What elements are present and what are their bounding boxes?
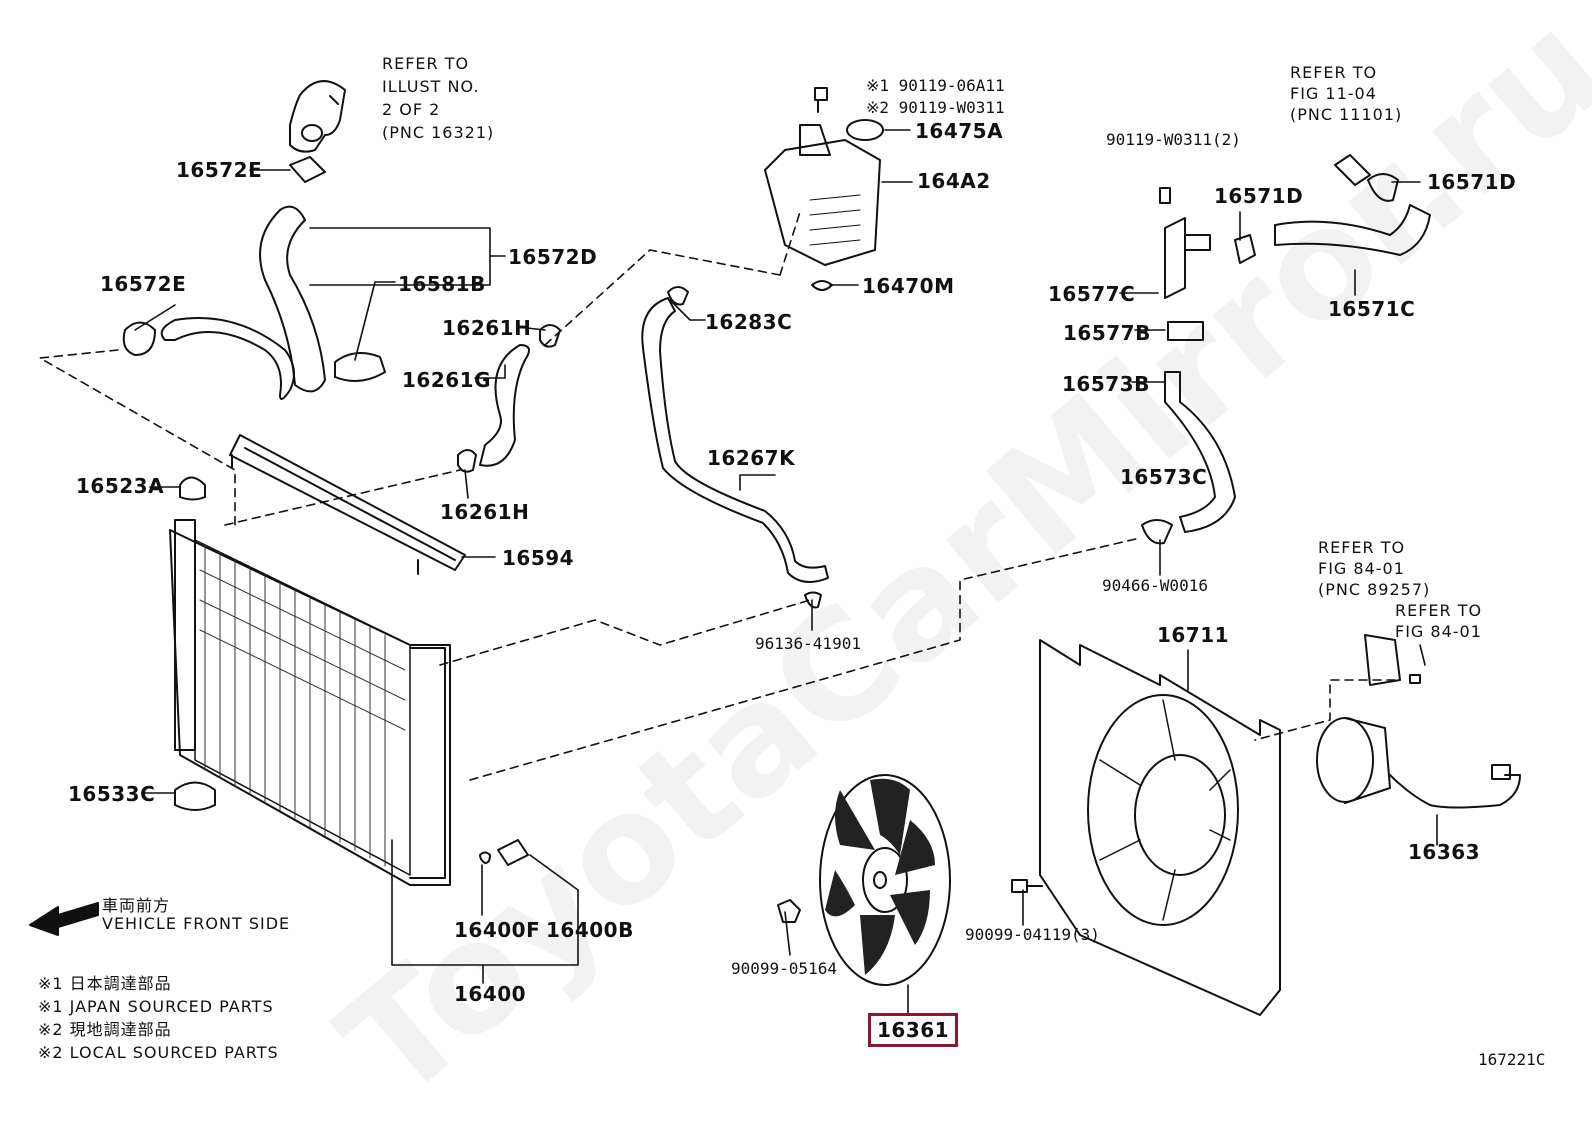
legend-line: ※1 JAPAN SOURCED PARTS [38, 997, 274, 1016]
part-label[interactable]: 90466-W0016 [1102, 576, 1208, 595]
bypass-pipe-16577C [1159, 187, 1211, 299]
part-label[interactable]: 16711 [1157, 623, 1230, 647]
radiator-cap-16523A [179, 476, 206, 501]
part-label[interactable]: 16571D [1214, 184, 1304, 208]
part-label[interactable]: 90119-W0311(2) [1106, 130, 1241, 149]
legend-line: ※2 現地調達部品 [38, 1020, 172, 1039]
radiator-core [169, 519, 451, 886]
part-label[interactable]: 16400 [454, 982, 527, 1006]
refer-note-fig-84-01-b: REFER TO FIG 84-01 [1395, 600, 1482, 642]
hose-clamps [122, 156, 1399, 864]
refer-note-line: (PNC 89257) [1318, 580, 1431, 599]
refer-note-illust: REFER TO ILLUST NO. 2 OF 2 (PNC 16321) [382, 52, 494, 144]
refer-note-fig-84-01-a: REFER TO FIG 84-01 (PNC 89257) [1318, 537, 1430, 600]
part-label[interactable]: 16571C [1328, 297, 1416, 321]
part-label[interactable]: 16400F [454, 918, 541, 942]
grommet-16470M [811, 280, 833, 291]
diagram-code: 167221C [1478, 1050, 1546, 1069]
direction-label-jp: 車両前方 [102, 896, 171, 915]
hose-16261G [479, 344, 530, 467]
part-label[interactable]: 16573C [1120, 465, 1208, 489]
part-label[interactable]: 16475A [915, 119, 1004, 143]
part-label[interactable]: 16594 [502, 546, 575, 570]
legend-line: ※1 日本調達部品 [38, 974, 172, 993]
refer-note-line: (PNC 16321) [382, 123, 495, 142]
hose-16571C [1274, 154, 1431, 256]
parts-diagram: ToyotaCarMirror.ru [29, 0, 1592, 1134]
part-label[interactable]: 164A2 [917, 169, 991, 193]
reservoir-bolt [814, 87, 828, 113]
refer-note-line: ILLUST NO. [382, 77, 480, 96]
part-label[interactable]: 16571D [1427, 170, 1517, 194]
part-label[interactable]: 16523A [76, 474, 165, 498]
dashed-guide-lines [39, 211, 1396, 781]
refer-note-line: REFER TO [1318, 538, 1406, 557]
part-label[interactable]: 16577C [1048, 282, 1136, 306]
water-outlet-housing [289, 80, 346, 153]
part-label[interactable]: 96136-41901 [755, 634, 861, 653]
part-label[interactable]: 16363 [1408, 840, 1481, 864]
direction-label-en: VEHICLE FRONT SIDE [102, 914, 291, 933]
part-label[interactable]: 16400B [546, 918, 634, 942]
refer-note-line: REFER TO [382, 54, 470, 73]
front-arrow [29, 902, 99, 936]
refer-note-line: FIG 84-01 [1318, 559, 1405, 578]
radiator-support-16594 [229, 434, 466, 575]
refer-note-line: (PNC 11101) [1290, 105, 1403, 124]
part-label[interactable]: 90099-04119(3) [965, 925, 1100, 944]
coolant-reservoir-164A2 [764, 124, 881, 266]
refer-note-line: REFER TO [1395, 601, 1483, 620]
drain-cock-16400B [497, 839, 529, 866]
fan-shroud-16711 [1039, 639, 1281, 1016]
part-label[interactable]: 16261H [442, 316, 532, 340]
part-label[interactable]: 16261H [440, 500, 530, 524]
drain-cap-16533C [174, 781, 216, 811]
bolt-note-line: ※1 90119-06A11 [866, 76, 1005, 95]
fan-motor-16363 [1316, 717, 1521, 809]
sourcing-legend: ※1 日本調達部品 ※1 JAPAN SOURCED PARTS ※2 現地調達… [38, 972, 279, 1064]
part-label[interactable]: 16533C [68, 782, 156, 806]
reservoir-cap-16475A [846, 119, 884, 141]
part-label[interactable]: 90099-05164 [731, 959, 837, 978]
part-label[interactable]: 16573B [1062, 372, 1150, 396]
part-label-highlighted[interactable]: 16361 [868, 1013, 959, 1047]
hose-16573C [1164, 371, 1236, 533]
part-label[interactable]: 16572E [176, 158, 263, 182]
refer-note-line: REFER TO [1290, 63, 1378, 82]
nut-90099-05164 [777, 899, 801, 923]
part-label[interactable]: 16267K [707, 446, 796, 470]
fan-resistor [1364, 634, 1421, 686]
upper-radiator-hose [160, 205, 326, 400]
refer-note-line: FIG 84-01 [1395, 622, 1482, 641]
part-label[interactable]: 16572D [508, 245, 598, 269]
part-label[interactable]: 16577B [1063, 321, 1151, 345]
refer-note-fig-11-04: REFER TO FIG 11-04 (PNC 11101) [1290, 62, 1402, 125]
clamp-16571D [1234, 234, 1256, 264]
part-label[interactable]: 16470M [862, 274, 955, 298]
refer-note-line: 2 OF 2 [382, 100, 441, 119]
hose-16267K [641, 297, 829, 583]
part-label[interactable]: 16572E [100, 272, 187, 296]
refer-note-line: FIG 11-04 [1290, 84, 1377, 103]
part-label[interactable]: 16283C [705, 310, 793, 334]
cooling-fan-16361 [819, 774, 951, 986]
bolt-90099-04119 [1011, 879, 1043, 893]
part-label[interactable]: 16261G [402, 368, 491, 392]
legend-line: ※2 LOCAL SOURCED PARTS [38, 1043, 279, 1062]
part-label[interactable]: 16581B [398, 272, 486, 296]
diagram-artwork [29, 80, 1521, 1016]
leader-lines [134, 129, 1438, 1016]
bolt-notes: ※1 90119-06A11 ※2 90119-W0311 [866, 75, 1005, 119]
bolt-note-line: ※2 90119-W0311 [866, 98, 1005, 117]
